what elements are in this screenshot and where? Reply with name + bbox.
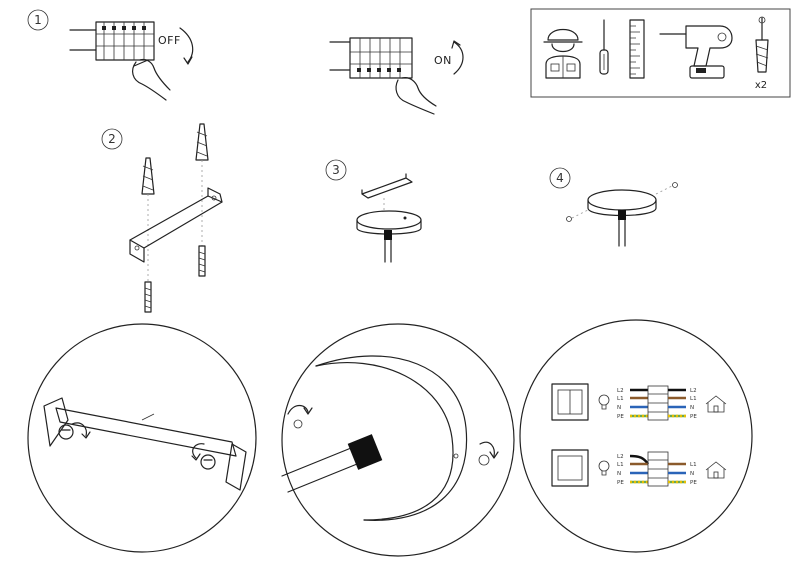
- fuse-box-on: [329, 37, 413, 79]
- step-3-number: 3: [332, 163, 340, 177]
- wall-plug-icon: [755, 16, 769, 73]
- label-r-n: N: [690, 471, 694, 477]
- step-2-number: 2: [108, 132, 116, 146]
- canopy: [356, 210, 422, 263]
- label-pe: PE: [617, 414, 624, 420]
- screw-right: [453, 441, 499, 466]
- step-1-power-off: 1 OFF: [27, 9, 194, 101]
- label-r-pe: PE: [690, 480, 697, 486]
- cable: [281, 434, 383, 493]
- double-switch-icon: [551, 383, 589, 421]
- label-l1: L1: [617, 396, 624, 402]
- screw-right: [191, 443, 216, 470]
- arrow-up-icon: [453, 41, 464, 75]
- arrow-down-icon: [179, 27, 194, 63]
- label-pe: PE: [617, 480, 624, 486]
- on-label: ON: [434, 54, 452, 67]
- detail-bracket-screwing: [27, 323, 257, 553]
- double-switch-wiring: L2 L1 N PE L2 L1 N PE: [551, 383, 727, 421]
- off-label: OFF: [158, 34, 181, 47]
- drill-icon: [659, 25, 733, 79]
- screw-left: [58, 422, 91, 440]
- ruler-icon: [629, 19, 645, 79]
- side-screws: [566, 182, 678, 222]
- fuse-box-off: [69, 21, 155, 61]
- label-r-l2: L2: [690, 388, 697, 394]
- mounting-bracket: [129, 187, 223, 263]
- label-r-l1: L1: [690, 396, 697, 402]
- screws: [144, 245, 206, 313]
- step-2-mount-bracket: 2: [101, 123, 223, 313]
- label-n: N: [617, 471, 621, 477]
- detail-wiring: L2 L1 N PE L2 L1 N PE: [519, 319, 753, 553]
- hand-on: [395, 77, 437, 115]
- step-1-badge: [27, 9, 49, 31]
- step-3-attach-canopy: 3: [325, 159, 422, 263]
- house-icon: [705, 461, 727, 479]
- bulb-icon: [598, 460, 610, 476]
- label-l1: L1: [617, 462, 624, 468]
- screwdriver-icon: [599, 19, 609, 75]
- step-3-badge: [325, 159, 347, 181]
- bulb-icon: [598, 394, 610, 410]
- label-n: N: [617, 405, 621, 411]
- step-4-badge: [549, 167, 571, 189]
- label-l2: L2: [617, 388, 624, 394]
- label-r-n: N: [690, 405, 694, 411]
- worker-icon: [543, 28, 583, 79]
- step-1-number: 1: [34, 13, 42, 27]
- tools-panel: x2: [530, 8, 791, 98]
- canopy-fixed: [587, 189, 657, 247]
- small-bracket: [361, 173, 413, 199]
- step-4-number: 4: [556, 171, 564, 185]
- house-icon: [705, 395, 727, 413]
- screw-top-left: [287, 404, 313, 429]
- step-2-badge: [101, 128, 123, 150]
- hand-off: [132, 58, 171, 101]
- detail-canopy-screwing: [281, 323, 515, 557]
- single-switch-icon: [551, 449, 589, 487]
- wall-plugs: [141, 123, 209, 282]
- label-r-l1: L1: [690, 462, 697, 468]
- label-r-pe: PE: [690, 414, 697, 420]
- step-1-power-on: ON: [329, 37, 464, 115]
- label-l2: L2: [617, 454, 624, 460]
- step-4-fix-canopy: 4: [549, 167, 678, 247]
- single-switch-wiring: L2 L1 N PE L1 N PE: [551, 449, 727, 487]
- quantity-label: x2: [755, 80, 767, 91]
